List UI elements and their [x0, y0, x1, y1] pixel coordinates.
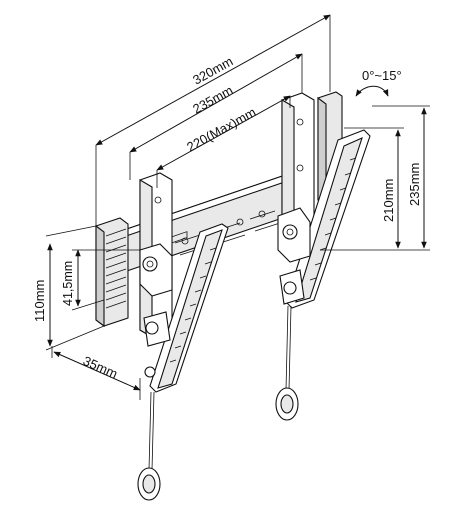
right-pivot-joint	[277, 207, 311, 305]
label-210mm: 210mm	[381, 179, 396, 222]
dim-line-220	[156, 95, 291, 188]
dim-line-41-5	[71, 249, 140, 311]
label-110mm: 110mm	[32, 280, 47, 322]
left-tilt-arm	[149, 223, 229, 393]
label-41-5mm: 41,5mm	[61, 261, 75, 306]
label-35mm: 35mm	[81, 353, 120, 381]
dim-line-35	[51, 346, 141, 400]
label-320mm: 320mm	[190, 53, 235, 87]
right-tilt-arm	[285, 129, 371, 309]
dim-line-110	[45, 225, 105, 351]
tilt-curved-arrow-icon	[355, 85, 389, 97]
dim-line-210	[320, 127, 404, 251]
right-safety-cord	[275, 305, 299, 421]
dim-line-235-right	[372, 105, 430, 251]
left-pivot-joint	[139, 243, 173, 347]
wall-spacer-left	[95, 217, 129, 328]
label-235mm-right: 235mm	[407, 163, 422, 206]
left-safety-cord	[137, 366, 161, 501]
label-tilt-range: 0°~15°	[362, 68, 402, 83]
